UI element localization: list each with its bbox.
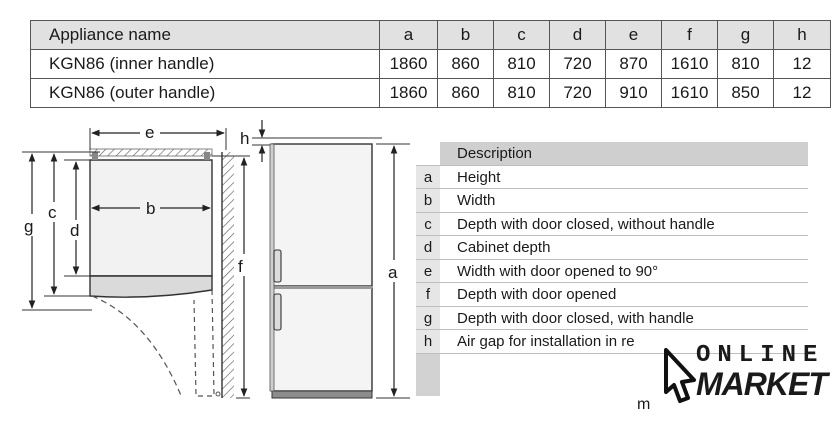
legend-header-row: Description [416, 142, 808, 166]
open-door-outline [193, 289, 215, 397]
legend-text: Depth with door closed, without handle [457, 215, 715, 233]
table-cell: 850 [717, 78, 774, 108]
table-cell: 910 [605, 78, 662, 108]
header-cell: c [493, 20, 550, 50]
legend-item: a Height [416, 165, 808, 189]
legend-item: e Width with door opened to 90° [416, 259, 808, 283]
table-cell: 1860 [379, 78, 438, 108]
table-cell: 720 [549, 78, 606, 108]
cursor-arrow-icon [664, 348, 696, 403]
header-cell: Appliance name [30, 20, 380, 50]
lower-handle [273, 293, 282, 331]
logo-line-online: ONLINE [696, 342, 825, 369]
table-cell: 810 [493, 49, 550, 79]
legend-key: f [416, 283, 440, 306]
top-view: e b g c d [22, 123, 234, 399]
legend-text: Width [457, 192, 496, 209]
dim-label-d: d [70, 221, 79, 240]
header-cell: e [605, 20, 662, 50]
dim-label-a: a [388, 263, 398, 282]
upper-handle [273, 249, 282, 283]
legend-key: h [416, 330, 440, 353]
legend-key: d [416, 236, 440, 259]
header-cell: f [661, 20, 718, 50]
legend-key: g [416, 306, 440, 329]
header-cell: d [549, 20, 606, 50]
header-cell: g [717, 20, 774, 50]
door-outline [89, 275, 213, 298]
right-wall-hatch [222, 152, 234, 398]
table-row: KGN86 (outer handle) 1860 860 810 720 91… [30, 78, 831, 108]
table-cell: 12 [773, 78, 831, 108]
table-cell: 1610 [661, 49, 718, 79]
fridge-upper-door [271, 143, 373, 287]
legend-text: Cabinet depth [457, 239, 551, 256]
legend-item: d Cabinet depth [416, 236, 808, 260]
cabinet-outline [89, 159, 213, 277]
legend-key: c [416, 212, 440, 235]
legend-item: b Width [416, 189, 808, 213]
fridge-base [271, 390, 373, 399]
legend-text: Width with door opened to 90° [457, 262, 659, 280]
dim-label-e: e [145, 123, 154, 142]
table-header-row: Appliance name a b c d e f g h [30, 20, 831, 50]
table-cell: 860 [437, 78, 494, 108]
legend-item: f Depth with door opened [416, 283, 808, 307]
legend-key: a [416, 165, 440, 188]
dim-label-h: h [240, 129, 249, 148]
legend-text: Height [457, 168, 501, 186]
dim-label-g: g [24, 217, 33, 236]
header-cell: h [773, 20, 831, 50]
legend-item [416, 353, 808, 396]
door-swing-arc [91, 295, 183, 399]
header-cell: b [437, 20, 494, 50]
legend-item: h Air gap for installation in re [416, 330, 808, 354]
description-legend: Description a Height b Width c Depth wit… [416, 142, 808, 396]
legend-key: b [416, 189, 440, 212]
top-wall-hatch [89, 148, 213, 157]
dimension-table: Appliance name a b c d e f g h KGN86 (in… [30, 20, 831, 108]
table-cell: KGN86 (outer handle) [30, 78, 380, 108]
logo-line-market: MARKET [696, 366, 828, 402]
legend-text: Depth with door opened [457, 286, 617, 303]
dim-label-f: f [238, 257, 243, 276]
fridge-lower-door [271, 287, 373, 392]
table-cell: 810 [717, 49, 774, 79]
legend-item: g Depth with door closed, with handle [416, 306, 808, 330]
online-market-logo: ONLINE MARKET [660, 340, 832, 410]
table-cell: 870 [605, 49, 662, 79]
footer-text: m [637, 396, 651, 413]
table-cell: 810 [493, 78, 550, 108]
dim-label-c: c [48, 203, 57, 222]
legend-key: e [416, 259, 440, 282]
dim-label-b: b [146, 199, 155, 218]
legend-text: Air gap for installation in re [457, 333, 635, 350]
legend-text: Depth with door closed, with handle [457, 309, 694, 327]
table-cell: 1610 [661, 78, 718, 108]
legend-header: Description [440, 142, 808, 165]
front-view: f h a [212, 120, 410, 399]
legend-item: c Depth with door closed, without handle [416, 212, 808, 236]
